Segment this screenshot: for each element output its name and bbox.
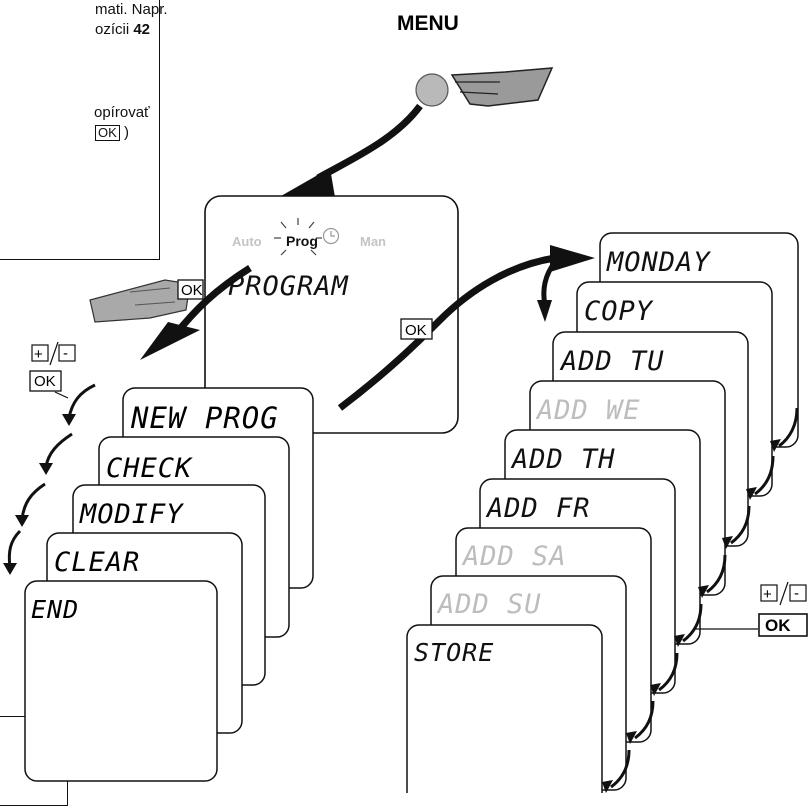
right-item-store: STORE bbox=[414, 638, 494, 667]
program-screen bbox=[204, 195, 459, 434]
ok-key-icon: OK bbox=[95, 125, 120, 141]
left-stack bbox=[24, 387, 314, 782]
blink-rays-icon bbox=[274, 218, 322, 256]
top-left-line1: mati. Napr. bbox=[95, 1, 168, 18]
svg-text:-: - bbox=[63, 345, 68, 362]
menu-hand-icon bbox=[415, 67, 554, 107]
top-left-line2-text: ozícii bbox=[95, 21, 134, 38]
ok-key-program-label: OK bbox=[181, 282, 203, 299]
ok-hand-icon bbox=[89, 279, 191, 323]
ok-key-right-label: OK bbox=[405, 322, 427, 339]
mode-man: Man bbox=[360, 234, 386, 249]
right-item-monday: MONDAY bbox=[606, 247, 711, 278]
right-step-arrows bbox=[610, 407, 799, 789]
plus-minus-keys-left: + - bbox=[31, 341, 76, 366]
svg-text:-: - bbox=[794, 585, 799, 602]
arrow-program-to-list bbox=[140, 265, 252, 360]
right-screen-store bbox=[406, 624, 603, 793]
top-left-line2: ozícii 42 bbox=[95, 20, 150, 39]
left-item-end: END bbox=[31, 595, 79, 624]
right-item-add-sa: ADD SA bbox=[461, 541, 567, 572]
right-item-add-su: ADD SU bbox=[436, 589, 542, 620]
program-title: PROGRAM bbox=[228, 271, 350, 302]
clock-icon bbox=[322, 227, 340, 245]
top-left-text-box bbox=[0, 0, 160, 260]
right-item-add-fr: ADD FR bbox=[485, 493, 591, 524]
right-step-arrowheads bbox=[602, 439, 781, 793]
ok-key-right-bold-label: OK bbox=[765, 616, 791, 635]
ok-key-left-label: OK bbox=[34, 373, 56, 390]
left-item-check: CHECK bbox=[106, 453, 193, 484]
ok-key-right bbox=[400, 318, 433, 340]
left-screen-end bbox=[24, 580, 218, 782]
right-stack bbox=[406, 232, 799, 793]
plus-minus-keys-right: + - bbox=[760, 581, 807, 606]
svg-text:+: + bbox=[763, 586, 772, 603]
menu-label: MENU bbox=[397, 12, 459, 35]
left-item-modify: MODIFY bbox=[79, 499, 184, 530]
connector-ok-left bbox=[54, 391, 69, 399]
arrow-to-right-stack bbox=[337, 245, 595, 411]
right-item-add-tu: ADD TU bbox=[559, 346, 665, 377]
mode-prog: Prog bbox=[286, 233, 318, 249]
right-item-add-th: ADD TH bbox=[510, 444, 616, 475]
left-item-clear: CLEAR bbox=[54, 547, 140, 578]
mode-auto: Auto bbox=[232, 234, 262, 249]
right-item-copy: COPY bbox=[584, 296, 654, 327]
left-item-new-prog: NEW PROG bbox=[130, 401, 279, 435]
svg-text:+: + bbox=[34, 346, 43, 363]
arrow-menu-to-program bbox=[281, 103, 423, 203]
top-left-line4-tail: ) bbox=[119, 124, 129, 141]
top-left-line2-bold: 42 bbox=[133, 21, 151, 38]
ok-key-left bbox=[29, 370, 62, 392]
top-left-line3: opírovať bbox=[94, 104, 150, 121]
ok-key-program bbox=[177, 279, 204, 300]
right-item-add-we: ADD WE bbox=[535, 395, 641, 426]
left-step-arrowheads bbox=[3, 414, 76, 575]
top-left-line4: OK ) bbox=[95, 123, 129, 142]
ok-key-right-bold bbox=[758, 613, 808, 637]
